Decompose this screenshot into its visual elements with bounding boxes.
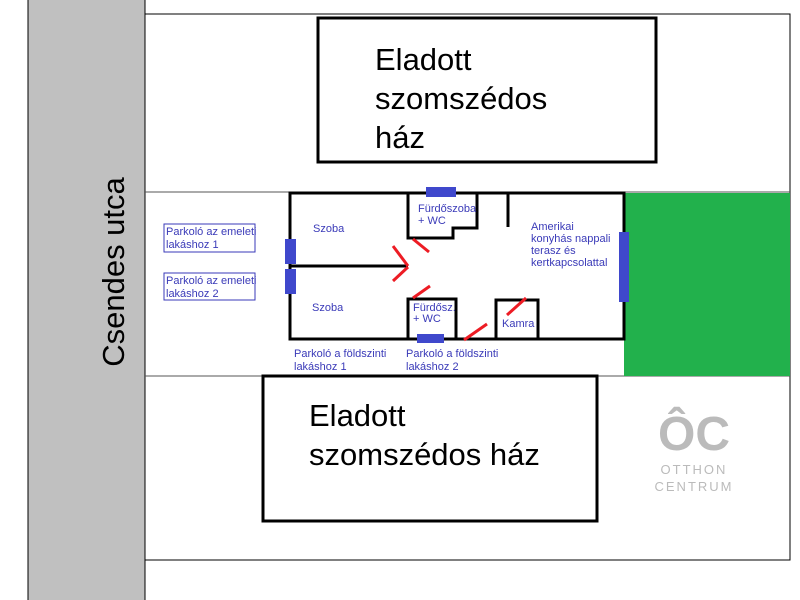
- door-icon: [391, 245, 410, 267]
- room-label-bath2-line2: + WC: [413, 313, 441, 325]
- door-icon: [463, 322, 488, 342]
- room-label-bath2-line1: Fürdősz.: [413, 302, 456, 314]
- svg-text:Parkoló az emeleti: Parkoló az emeleti: [166, 275, 257, 287]
- watermark-mark: ÔC: [658, 406, 730, 461]
- door-icon: [505, 296, 528, 317]
- room-label-pantry: Kamra: [502, 318, 535, 330]
- svg-text:lakáshoz 1: lakáshoz 1: [166, 239, 219, 251]
- parking-upper-1: Parkoló az emeleti lakáshoz 1: [163, 223, 257, 253]
- door-icon: [412, 237, 430, 254]
- neighbor-top-line1: Eladott: [375, 42, 472, 77]
- apartment-walls: [288, 191, 626, 341]
- svg-text:Parkoló a földszinti: Parkoló a földszinti: [294, 348, 386, 360]
- doors: [391, 237, 528, 342]
- neighbor-bottom-line1: Eladott: [309, 398, 406, 433]
- svg-text:lakáshoz 1: lakáshoz 1: [294, 361, 347, 373]
- window-icon: [426, 187, 456, 197]
- parking-ground-1: Parkoló a földszinti lakáshoz 1: [294, 348, 386, 373]
- room-label-living-2: konyhás nappali: [531, 233, 611, 245]
- parking-upper-2: Parkoló az emeleti lakáshoz 2: [163, 272, 257, 301]
- room-label-bath1-line1: Fürdőszoba: [418, 203, 477, 215]
- window-icon: [417, 334, 444, 343]
- windows: [285, 187, 629, 343]
- parking-ground-2: Parkoló a földszinti lakáshoz 2: [406, 348, 498, 373]
- neighbor-bottom-line2: szomszédos ház: [309, 437, 540, 472]
- svg-text:lakáshoz 2: lakáshoz 2: [166, 288, 219, 300]
- watermark-line1: OTTHON: [661, 462, 728, 477]
- street-label: Csendes utca: [96, 176, 131, 366]
- room-label-living-1: Amerikai: [531, 221, 574, 233]
- garden: [624, 193, 790, 376]
- room-label-szoba-1: Szoba: [313, 223, 345, 235]
- neighbor-top-line2: szomszédos: [375, 81, 547, 116]
- watermark-line2: CENTRUM: [655, 479, 734, 494]
- neighbor-house-bottom: Eladott szomszédos ház: [261, 374, 599, 523]
- watermark-logo: ÔC OTTHON CENTRUM: [655, 406, 734, 494]
- window-icon: [619, 232, 629, 302]
- window-icon: [285, 239, 296, 264]
- neighbor-top-line3: ház: [375, 120, 425, 155]
- room-label-bath1-line2: + WC: [418, 215, 446, 227]
- street-strip: [27, 0, 146, 600]
- room-label-living-4: kertkapcsolattal: [531, 257, 607, 269]
- room-label-szoba-2: Szoba: [312, 302, 344, 314]
- window-icon: [285, 269, 296, 294]
- svg-text:Parkoló a földszinti: Parkoló a földszinti: [406, 348, 498, 360]
- neighbor-house-top: Eladott szomszédos ház: [316, 16, 658, 164]
- door-icon: [391, 265, 410, 283]
- svg-text:Parkoló az emeleti: Parkoló az emeleti: [166, 226, 257, 238]
- svg-text:lakáshoz 2: lakáshoz 2: [406, 361, 459, 373]
- room-label-living-3: terasz és: [531, 245, 576, 257]
- door-icon: [412, 284, 431, 300]
